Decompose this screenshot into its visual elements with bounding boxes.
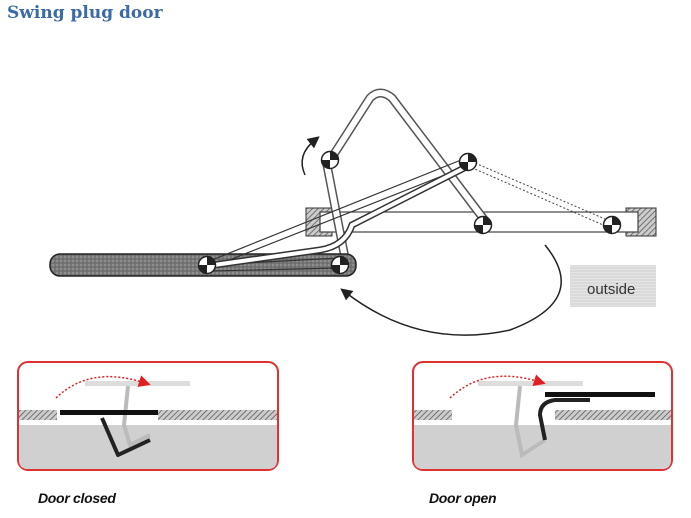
swing-arrow-icon <box>55 375 151 399</box>
dotted-links <box>467 159 613 229</box>
swing-arrow-icon <box>340 244 562 336</box>
outside-label: outside <box>587 281 635 298</box>
outside-area: outside <box>570 265 656 307</box>
swing-arrow-icon <box>449 374 546 399</box>
panel-door-open <box>412 361 673 471</box>
caption-door-open: Door open <box>429 490 497 506</box>
panel-door-closed <box>17 361 279 471</box>
page-title: Swing plug door <box>7 3 163 23</box>
caption-door-closed: Door closed <box>38 490 116 506</box>
rotation-arrow-icon <box>301 136 320 176</box>
